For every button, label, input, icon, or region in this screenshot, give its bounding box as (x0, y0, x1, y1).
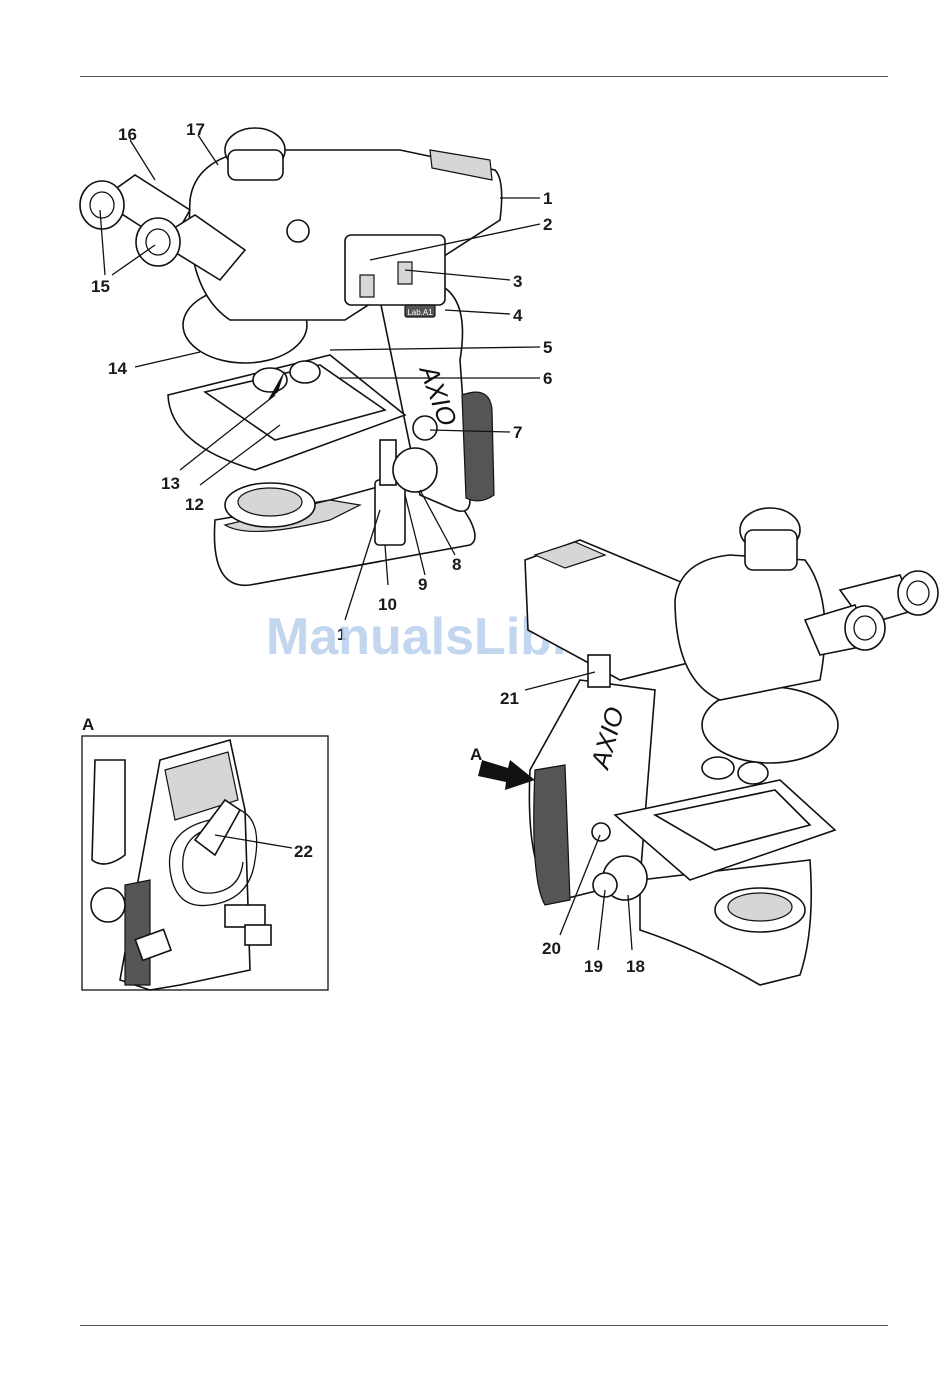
callout-13: 13 (161, 474, 180, 493)
arrow-label: A (470, 745, 482, 764)
callout-8: 8 (452, 555, 461, 574)
callout-5: 5 (543, 338, 552, 357)
microscope-front-view: AXIO Lab.A1 (80, 128, 502, 585)
front-badge-text: Lab.A1 (407, 308, 433, 317)
callout-20: 20 (542, 939, 561, 958)
callout-21: 21 (500, 689, 519, 708)
inset-detail-a (82, 736, 328, 990)
callout-4: 4 (513, 306, 523, 325)
callout-17: 17 (186, 120, 205, 139)
callout-3: 3 (513, 272, 522, 291)
callout-12: 12 (185, 495, 204, 514)
callout-1: 1 (543, 189, 552, 208)
callout-16: 16 (118, 125, 137, 144)
callout-18: 18 (626, 957, 645, 976)
microscope-rear-view: AXIO (478, 508, 938, 985)
view-direction-arrow-icon (478, 760, 535, 790)
callout-14: 14 (108, 359, 127, 378)
callout-7: 7 (513, 423, 522, 442)
inset-panel-letter: A (82, 715, 94, 734)
callout-6: 6 (543, 369, 552, 388)
callout-2: 2 (543, 215, 552, 234)
callout-22: 22 (294, 842, 313, 861)
callout-15: 15 (91, 277, 110, 296)
callout-19: 19 (584, 957, 603, 976)
callout-9: 9 (418, 575, 427, 594)
